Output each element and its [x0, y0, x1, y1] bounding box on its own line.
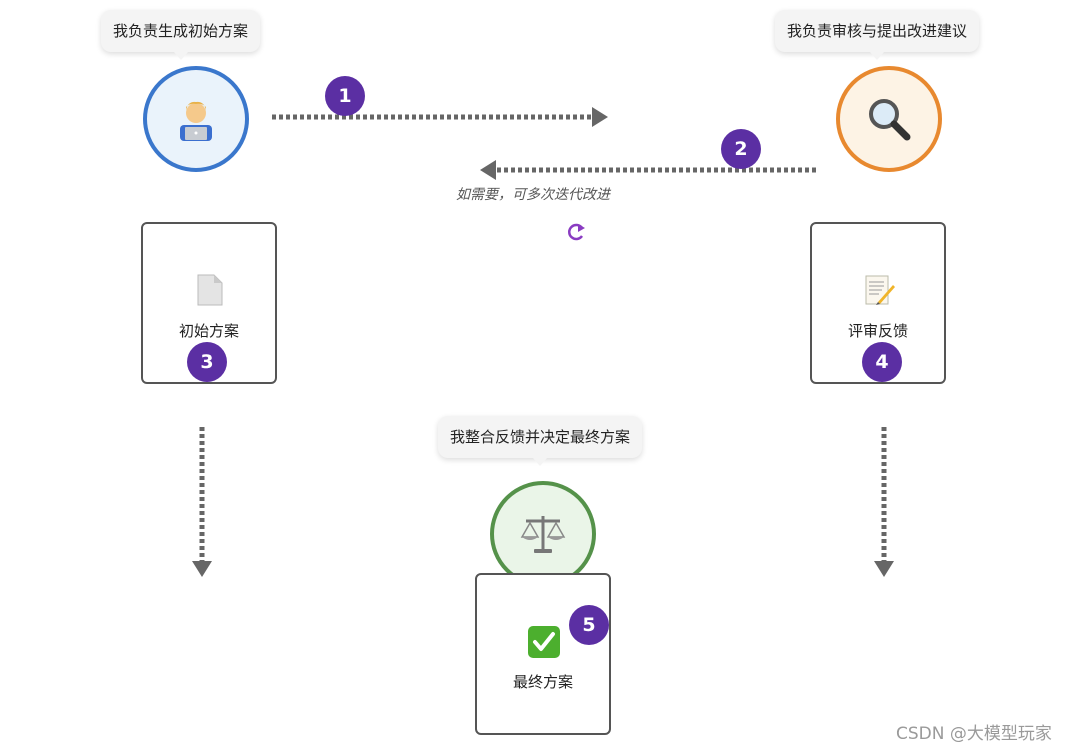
arrowhead-backward: [480, 160, 496, 180]
arrowhead-down-left: [192, 561, 212, 577]
reviewer-avatar: [836, 66, 942, 172]
memo-pencil-icon: [865, 275, 895, 305]
technologist-laptop-icon: [180, 101, 212, 141]
step-badge-1: 1: [325, 76, 365, 116]
step-badge-2: 2: [721, 129, 761, 169]
refresh-loop-icon: [568, 223, 585, 241]
document-icon: [197, 274, 223, 306]
final-card: 最终方案 5: [475, 573, 611, 735]
draft-card: 初始方案 3: [141, 222, 277, 384]
iteration-note: 如需要，可多次迭代改进: [456, 187, 610, 203]
magnifying-glass-icon: [869, 99, 911, 141]
step-badge-5: 5: [569, 605, 609, 645]
watermark: CSDN @大模型玩家: [896, 724, 1052, 744]
check-mark-icon: [528, 626, 560, 658]
final-card-label: 最终方案: [512, 673, 573, 691]
arrowhead-down-right: [874, 561, 894, 577]
feedback-card: 评审反馈 4: [810, 222, 946, 384]
drafter-speech-bubble: 我负责生成初始方案: [101, 10, 261, 60]
step-badge-3: 3: [187, 342, 227, 382]
step-badge-4: 4: [862, 342, 902, 382]
reviewer-speech-bubble: 我负责审核与提出改进建议: [775, 10, 980, 60]
judge-avatar: [490, 481, 596, 587]
draft-card-label: 初始方案: [178, 322, 239, 340]
balance-scale-icon: [520, 516, 566, 553]
feedback-card-label: 评审反馈: [847, 322, 908, 340]
judge-speech-bubble: 我整合反馈并决定最终方案: [438, 416, 643, 466]
arrowhead-forward: [592, 107, 608, 127]
drafter-avatar: [143, 66, 249, 172]
